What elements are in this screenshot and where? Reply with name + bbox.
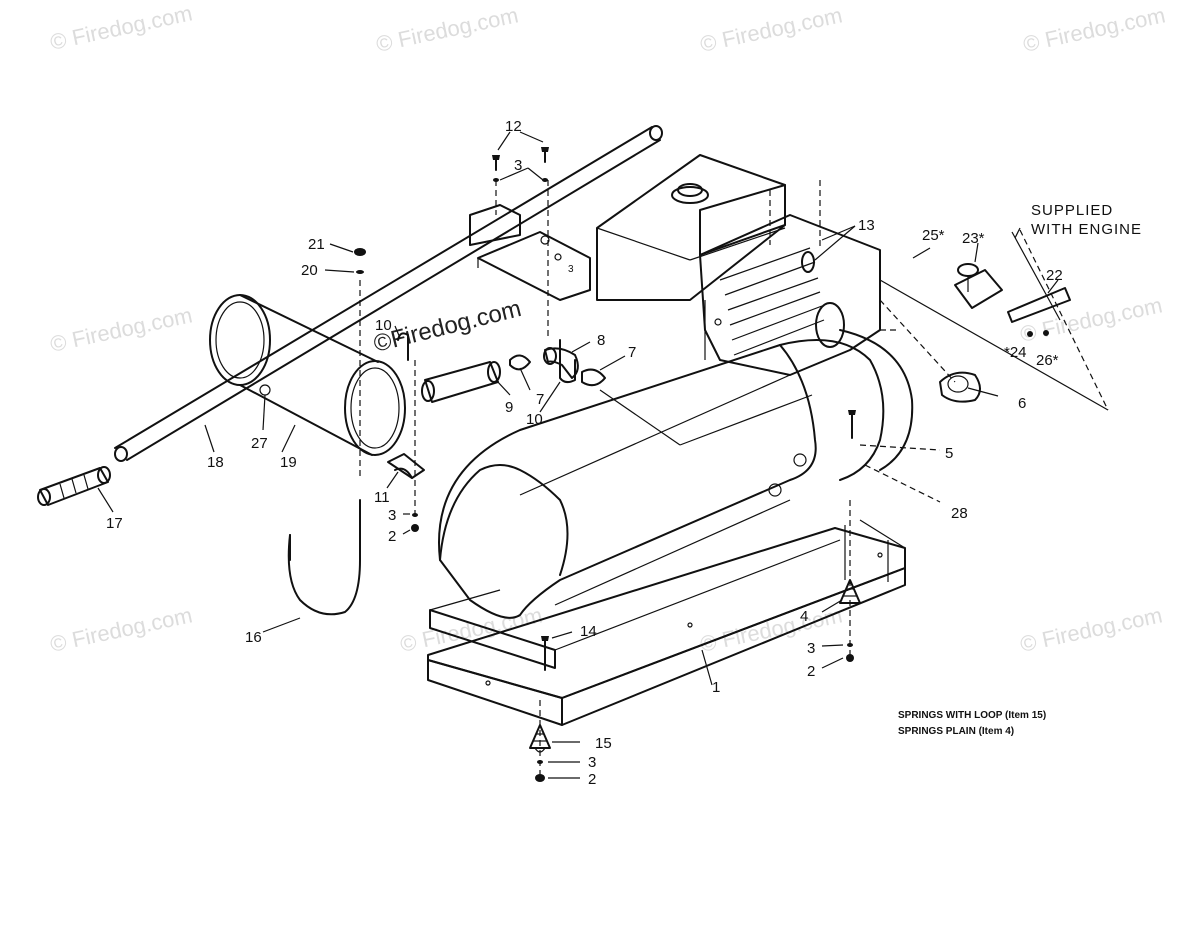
supplied-note: SUPPLIED WITH ENGINE	[1031, 202, 1142, 238]
callout-18: 18	[207, 454, 224, 471]
callout-9: 9	[505, 399, 513, 416]
callout-3: 3	[588, 754, 596, 771]
watermark: © Firedog.com	[48, 602, 195, 657]
legend-line1: SPRINGS WITH LOOP (Item 15)	[898, 710, 1046, 721]
watermark-center: ©Firedog.com	[371, 295, 524, 358]
handle-grip	[37, 466, 111, 506]
callout-19: 19	[280, 454, 297, 471]
clamp	[387, 453, 425, 479]
callout-28: 28	[951, 505, 968, 522]
callout-7: 7	[536, 391, 544, 408]
engine	[596, 154, 881, 376]
callout-22: 22	[1046, 267, 1063, 284]
callout-labels: 1 2 2 2 3 3 3 3 3 4 5 6 7 7 8 9 10 10 11…	[106, 118, 1063, 788]
callout-15: 15	[595, 735, 612, 752]
callout-24: *24	[1004, 344, 1027, 361]
spark-cable	[287, 499, 361, 616]
callout-1: 1	[712, 679, 720, 696]
callout-12: 12	[505, 118, 522, 135]
frame-base	[427, 519, 906, 726]
callout-25: 25*	[922, 227, 945, 244]
watermark: © Firedog.com	[48, 0, 195, 55]
callout-20: 20	[301, 262, 318, 279]
callout-13: 13	[858, 217, 875, 234]
callout-27: 27	[251, 435, 268, 452]
callout-3: 3	[388, 507, 396, 524]
right-parts	[912, 231, 1071, 403]
callout-14: 14	[580, 623, 597, 640]
callout-2: 2	[807, 663, 815, 680]
callout-5: 5	[945, 445, 953, 462]
leader-lines	[97, 131, 1059, 779]
supplied-note-line2: WITH ENGINE	[1031, 221, 1142, 238]
generator-housing	[438, 329, 914, 619]
mounting-bracket	[469, 204, 591, 301]
supplied-note-line1: SUPPLIED	[1031, 202, 1113, 219]
callout-16: 16	[245, 629, 262, 646]
callout-3: 3	[807, 640, 815, 657]
watermark: © Firedog.com	[48, 302, 195, 357]
watermark: © Firedog.com	[1018, 602, 1165, 657]
callout-3: 3	[568, 264, 574, 275]
watermark: © Firedog.com	[698, 2, 845, 57]
lift-rod	[114, 125, 663, 462]
callout-2: 2	[388, 528, 396, 545]
callout-10: 10	[526, 411, 543, 428]
assembly-lines	[359, 180, 1109, 780]
muffler	[209, 294, 406, 456]
callout-6: 6	[1018, 395, 1026, 412]
callout-10: 10	[375, 317, 392, 334]
callout-7: 7	[628, 344, 636, 361]
watermark: © Firedog.com	[698, 602, 845, 657]
callout-8: 8	[597, 332, 605, 349]
callout-23: 23*	[962, 230, 985, 247]
legend-line2: SPRINGS PLAIN (Item 4)	[898, 726, 1014, 737]
callout-21: 21	[308, 236, 325, 253]
watermark: © Firedog.com	[1021, 2, 1168, 57]
callout-26: 26*	[1036, 352, 1059, 369]
callout-4: 4	[800, 608, 808, 625]
callout-3: 3	[514, 157, 522, 174]
callout-11: 11	[374, 489, 390, 506]
callout-17: 17	[106, 515, 123, 532]
watermark: © Firedog.com	[374, 2, 521, 57]
callout-2: 2	[588, 771, 596, 788]
hardware	[354, 147, 861, 782]
watermark: © Firedog.com	[1018, 292, 1165, 347]
springs-legend: SPRINGS WITH LOOP (Item 15) SPRINGS PLAI…	[898, 710, 1046, 737]
